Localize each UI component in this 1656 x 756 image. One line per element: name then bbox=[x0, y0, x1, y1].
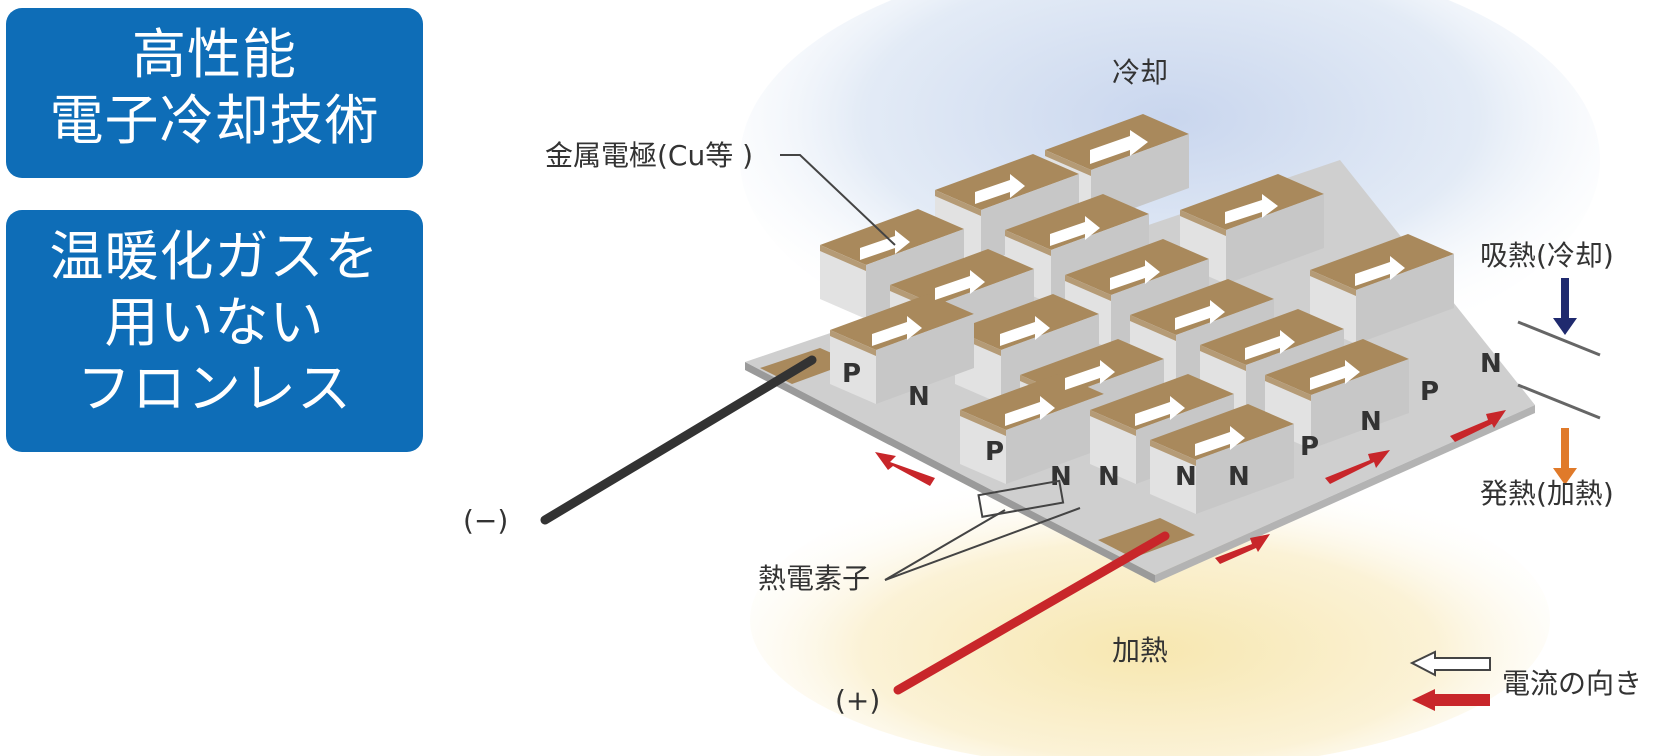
legend-arrow-white bbox=[1409, 650, 1491, 677]
emit-arrow bbox=[1553, 428, 1577, 485]
heating-label: 加熱 bbox=[1112, 634, 1168, 667]
negative-terminal-label: (−) bbox=[463, 504, 508, 537]
element-leader-2 bbox=[884, 507, 1081, 581]
feature-line-2: 用いない bbox=[104, 291, 325, 354]
title-box: 高性能 電子冷却技術 bbox=[6, 8, 423, 178]
pn-letter: N bbox=[908, 382, 930, 412]
legend-arrow-red bbox=[1412, 689, 1490, 711]
pn-letter: N bbox=[1050, 462, 1072, 492]
element-bracket bbox=[977, 479, 1065, 518]
bottom-electrode-right bbox=[1098, 518, 1195, 558]
electrode-label: 金属電極(Cu等 ) bbox=[545, 139, 753, 172]
pn-letter: P bbox=[1420, 377, 1439, 407]
heat-line-top bbox=[1517, 320, 1601, 357]
heat-line-bottom bbox=[1517, 383, 1601, 420]
cooling-label: 冷却 bbox=[1112, 56, 1168, 89]
electrode-leader bbox=[780, 154, 896, 246]
pn-letter: N bbox=[1175, 462, 1197, 492]
element-label: 熱電素子 bbox=[758, 562, 870, 595]
pn-letter: N bbox=[1228, 462, 1250, 492]
pn-letter: P bbox=[985, 437, 1004, 467]
pn-letter: P bbox=[1300, 432, 1319, 462]
pn-letter: P bbox=[842, 359, 861, 389]
positive-wire bbox=[893, 531, 1170, 695]
absorb-arrow bbox=[1553, 278, 1577, 335]
current-direction-label: 電流の向き bbox=[1502, 667, 1642, 700]
pn-letter: N bbox=[1098, 462, 1120, 492]
pn-letters: P N P N N N N P N P N bbox=[842, 349, 1502, 492]
emit-label: 発熱(加熱) bbox=[1480, 477, 1614, 510]
title-line-1: 高性能 bbox=[132, 23, 297, 86]
pn-letter: N bbox=[1480, 349, 1502, 379]
feature-box: 温暖化ガスを 用いない フロンレス bbox=[6, 210, 423, 452]
positive-terminal-label: (+) bbox=[835, 684, 880, 717]
electrode-arrows bbox=[860, 130, 1405, 456]
feature-line-1: 温暖化ガスを bbox=[49, 225, 380, 288]
pn-letter: N bbox=[1360, 407, 1382, 437]
feature-line-3: フロンレス bbox=[77, 357, 352, 420]
element-leader-1 bbox=[884, 509, 1006, 581]
title-line-2: 電子冷却技術 bbox=[49, 89, 380, 152]
absorb-label: 吸熱(冷却) bbox=[1480, 239, 1614, 272]
current-arrows bbox=[875, 410, 1506, 564]
negative-wire bbox=[540, 355, 817, 525]
